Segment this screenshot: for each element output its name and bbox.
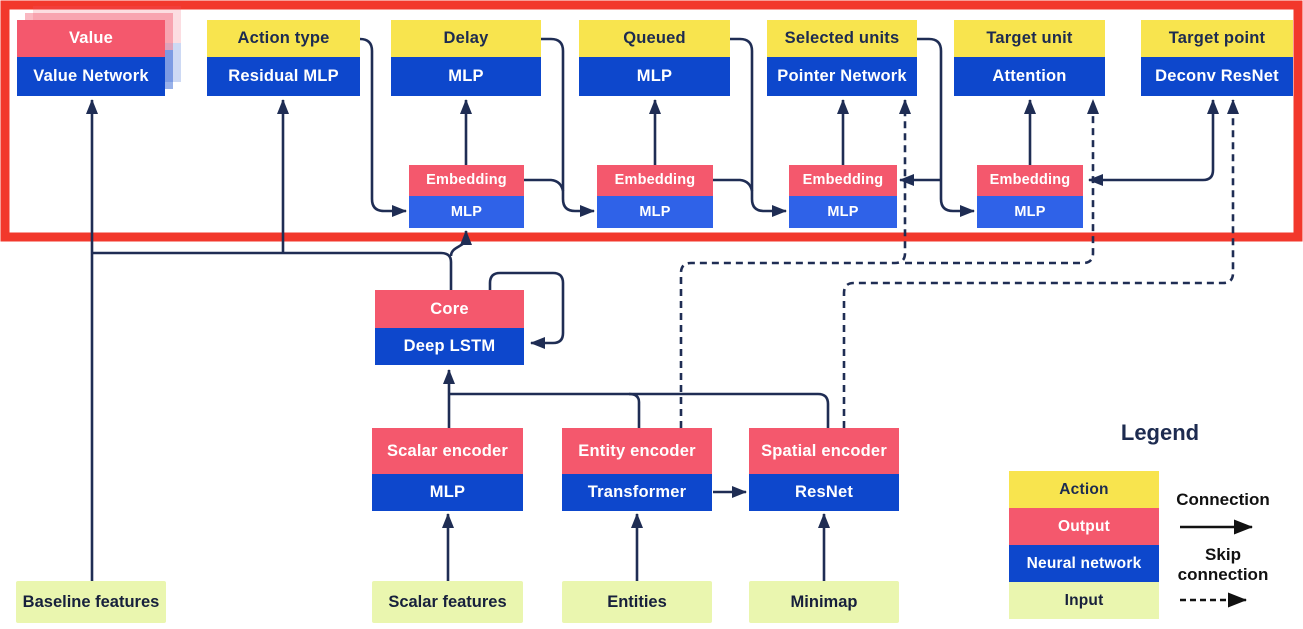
wire-core-to-embedding1: [449, 230, 472, 257]
legend-title: Legend: [1120, 420, 1200, 445]
core-label: Core: [375, 290, 524, 328]
wire-encoders-horizontal: [449, 392, 830, 428]
node-scalar-encoder: Scalar encoder MLP: [372, 428, 523, 511]
delay-label: Delay: [391, 20, 541, 57]
input-baseline-features: Baseline features: [16, 581, 166, 623]
embedding-3-label: Embedding: [789, 165, 897, 196]
node-delay: Delay MLP: [391, 20, 541, 96]
node-embedding-3: Embedding MLP: [789, 165, 897, 228]
legend-connection-label: Connection: [1176, 490, 1270, 509]
value-output-label: Value: [17, 20, 165, 57]
target-point-network-label: Deconv ResNet: [1141, 57, 1293, 96]
input-minimap: Minimap: [749, 581, 899, 623]
embedding-2-label: Embedding: [597, 165, 713, 196]
embedding-4-label: Embedding: [977, 165, 1083, 196]
node-spatial-encoder: Spatial encoder ResNet: [749, 428, 899, 511]
wire-embedding4-deconv: [1088, 99, 1219, 186]
skip-spatial-to-deconv: [842, 99, 1239, 428]
node-embedding-2: Embedding MLP: [597, 165, 713, 228]
embedding-2-network-label: MLP: [597, 196, 713, 228]
node-entity-encoder: Entity encoder Transformer: [562, 428, 712, 511]
wire-lstm-self-loop: [488, 271, 565, 349]
legend-output-swatch: Output: [1009, 508, 1159, 545]
wire-embedding2-merge: [713, 178, 754, 192]
wire-delay-to-embedding2: [541, 37, 595, 217]
target-unit-label: Target unit: [954, 20, 1105, 57]
node-target-point: Target point Deconv ResNet: [1141, 20, 1293, 96]
skip-entity-to-attention: [905, 99, 1099, 265]
legend-input-swatch: Input: [1009, 582, 1159, 619]
action-type-network-label: Residual MLP: [207, 57, 360, 96]
spatial-encoder-network-label: ResNet: [749, 474, 899, 511]
selected-units-label: Selected units: [767, 20, 917, 57]
node-action-type: Action type Residual MLP: [207, 20, 360, 96]
node-embedding-4: Embedding MLP: [977, 165, 1083, 228]
solid-connections: [86, 37, 1219, 583]
highlight-red-box: [0, 0, 1303, 242]
queued-network-label: MLP: [579, 57, 730, 96]
embedding-1-network-label: MLP: [409, 196, 524, 228]
node-selected-units: Selected units Pointer Network: [767, 20, 917, 96]
node-value: Value Value Network: [17, 20, 165, 96]
wire-embedding1-merge: [524, 178, 565, 192]
queued-label: Queued: [579, 20, 730, 57]
skip-entity-to-pointer: [679, 99, 911, 428]
wire-selectedunits-to-embedding4: [917, 37, 975, 217]
embedding-4-network-label: MLP: [977, 196, 1083, 228]
scalar-encoder-network-label: MLP: [372, 474, 523, 511]
wire-queued-to-embedding3: [730, 37, 787, 217]
node-target-unit: Target unit Attention: [954, 20, 1105, 96]
embedding-1-label: Embedding: [409, 165, 524, 196]
wire-core-split-horizontal: [92, 251, 453, 290]
value-network-label: Value Network: [17, 57, 165, 96]
entity-encoder-label: Entity encoder: [562, 428, 712, 474]
skip-connections: [679, 99, 1239, 428]
action-type-label: Action type: [207, 20, 360, 57]
node-core: Core Deep LSTM: [375, 290, 524, 365]
node-embedding-1: Embedding MLP: [409, 165, 524, 228]
wire-entity-branch: [628, 392, 641, 428]
embedding-3-network-label: MLP: [789, 196, 897, 228]
spatial-encoder-label: Spatial encoder: [749, 428, 899, 474]
legend-skip-connection-label: Skip connection: [1177, 545, 1269, 584]
legend-action-swatch: Action: [1009, 471, 1159, 508]
selected-units-network-label: Pointer Network: [767, 57, 917, 96]
core-network-label: Deep LSTM: [375, 328, 524, 365]
target-unit-network-label: Attention: [954, 57, 1105, 96]
delay-network-label: MLP: [391, 57, 541, 96]
legend-color-key: Action Output Neural network Input: [1009, 471, 1159, 619]
node-queued: Queued MLP: [579, 20, 730, 96]
target-point-label: Target point: [1141, 20, 1293, 57]
scalar-encoder-label: Scalar encoder: [372, 428, 523, 474]
wire-actiontype-to-embedding1: [359, 37, 407, 217]
entity-encoder-network-label: Transformer: [562, 474, 712, 511]
input-entities: Entities: [562, 581, 712, 623]
input-scalar-features: Scalar features: [372, 581, 523, 623]
legend-network-swatch: Neural network: [1009, 545, 1159, 582]
